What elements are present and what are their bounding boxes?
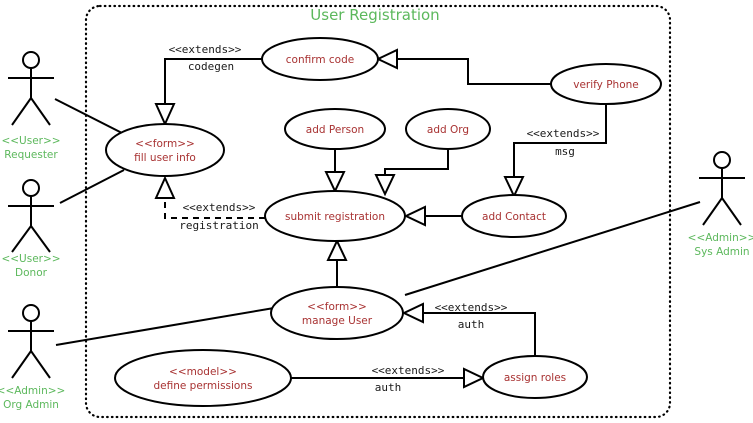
actor-requester[interactable]: <<User>> Requester [1,51,61,161]
actor-stereotype: <<Admin>> [0,385,65,397]
usecase-add-person[interactable]: add Person [284,108,386,150]
usecase-name: add Org [427,124,469,136]
actor-leg-left [11,350,32,379]
relationship-person-submit [324,149,346,194]
actor-leg-right [721,197,742,226]
relationship-stereotype: <<extends>> [372,364,445,377]
usecase-confirm-code[interactable]: confirm code [261,37,379,81]
actor-leg-left [702,197,723,226]
connector-line [513,104,607,177]
actor-leg-right [30,97,51,126]
actor-stereotype: <<Admin>> [688,232,753,244]
usecase-name: assign roles [504,372,566,384]
connector-line [164,198,265,219]
relationship-org-submit [374,149,449,197]
relationship-registration: <<extends>> registration [154,175,265,232]
usecase-stereotype: <<form>> [307,301,367,313]
actor-leg-right [30,350,51,379]
generalization-arrowhead [401,302,424,324]
usecase-ellipse [482,355,588,399]
relationship-auth-assign: <<extends>> auth [291,364,486,394]
association-donor-fill-user-info [59,169,125,204]
usecase-assign-roles[interactable]: assign roles [482,355,588,399]
usecase-name: add Contact [482,211,546,223]
usecase-name: verify Phone [573,79,639,91]
relationship-label: auth [375,381,402,394]
connector-line [423,312,536,356]
generalization-arrowhead [154,103,176,127]
relationship-auth-manage: <<extends>> auth [401,301,536,356]
usecase-ellipse [114,349,292,407]
relationship-msg: <<extends>> msg [503,104,607,199]
usecase-ellipse [264,190,406,242]
actor-leg-right [30,225,51,253]
generalization-arrowhead [324,171,346,194]
generalization-arrowhead [375,48,398,70]
actor-name: Requester [4,149,58,161]
usecase-stereotype: <<model>> [169,366,237,378]
usecase-add-org[interactable]: add Org [405,108,491,150]
connector-line [397,58,551,85]
actor-head-icon [22,179,40,197]
actor-head-icon [22,304,40,322]
usecase-name: fill user info [134,152,196,164]
relationship-stereotype: <<extends>> [169,43,242,56]
usecase-manage-user[interactable]: <<form>> manage User [270,286,404,340]
relationship-manage-submit [326,238,348,287]
generalization-arrowhead [463,367,486,389]
relationship-contact-submit [403,205,462,227]
relationship-label: codegen [188,60,234,73]
usecase-add-contact[interactable]: add Contact [461,194,567,238]
usecase-ellipse [550,63,662,105]
usecase-define-permissions[interactable]: <<model>> define permissions [114,349,292,407]
usecase-name: define permissions [153,380,252,392]
usecase-fill-user-info[interactable]: <<form>> fill user info [105,123,225,177]
generalization-arrowhead [326,238,348,261]
association-requester-fill-user-info [54,98,123,134]
relationship-label: msg [555,145,575,158]
relationship-stereotype: <<extends>> [183,201,256,214]
usecase-ellipse [461,194,567,238]
connector-line [164,58,262,104]
actor-donor[interactable]: <<User>> Donor [1,179,61,279]
usecase-name: submit registration [285,211,385,223]
usecase-ellipse [270,286,404,340]
generalization-arrowhead [154,175,176,199]
actor-org-admin[interactable]: <<Admin>> Org Admin [0,304,65,411]
actor-stereotype: <<User>> [1,253,60,265]
actor-sys-admin[interactable]: <<Admin>> Sys Admin [688,151,753,258]
usecase-verify-phone[interactable]: verify Phone [550,63,662,105]
relationship-verify-confirm [375,48,551,85]
relationship-stereotype: <<extends>> [527,127,600,140]
generalization-arrowhead [503,176,525,199]
relationship-label: registration [179,219,258,232]
usecase-submit-registration[interactable]: submit registration [264,190,406,242]
usecase-name: add Person [306,124,364,136]
actor-name: Sys Admin [694,246,749,258]
usecase-name: manage User [302,315,373,327]
actor-name: Donor [15,267,48,279]
relationship-codegen: <<extends>> codegen [154,43,262,127]
usecase-ellipse [405,108,491,150]
actor-head-icon [22,51,40,69]
usecase-ellipse [105,123,225,177]
actor-leg-left [11,225,32,253]
association-sysadmin-manage-user [404,201,701,296]
usecase-stereotype: <<form>> [135,138,195,150]
relationship-label: auth [458,318,485,331]
usecase-name: confirm code [286,54,355,66]
usecase-ellipse [284,108,386,150]
actor-leg-left [11,97,32,126]
system-title: User Registration [310,6,439,24]
usecase-ellipse [261,37,379,81]
actor-stereotype: <<User>> [1,135,60,147]
actor-head-icon [713,151,731,169]
connector-line [384,149,449,175]
association-orgadmin-manage-user [55,307,275,346]
generalization-arrowhead [403,205,426,227]
relationship-stereotype: <<extends>> [435,301,508,314]
generalization-arrowhead [374,174,396,197]
actor-name: Org Admin [3,399,59,411]
